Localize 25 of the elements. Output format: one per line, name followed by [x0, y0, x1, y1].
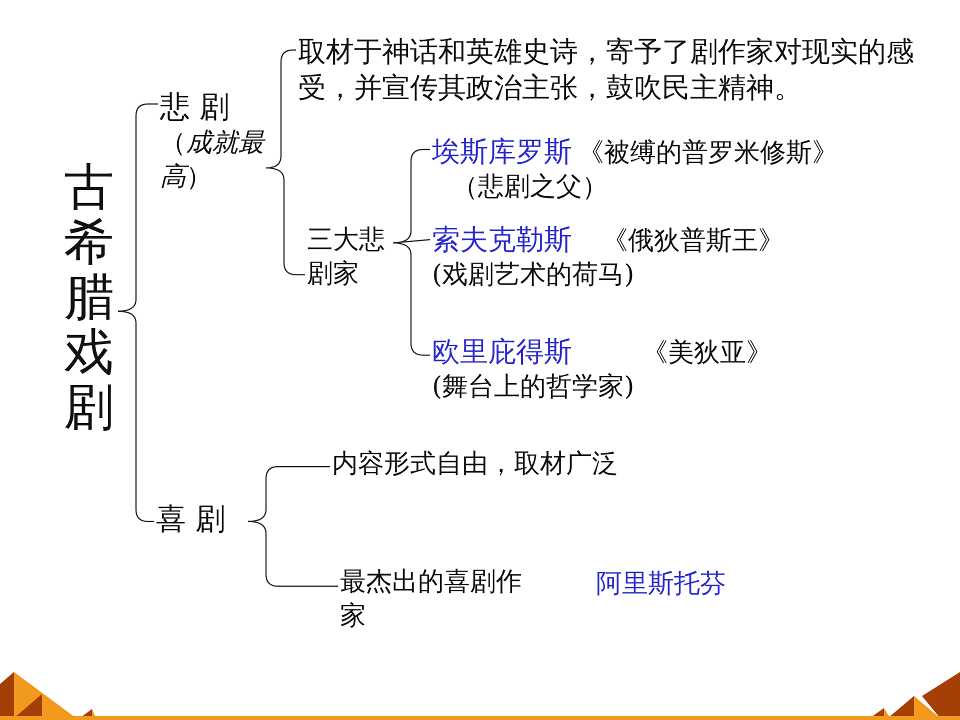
epithet-text: （悲剧之父） — [451, 170, 609, 204]
branch-heading: 悲 剧 — [160, 89, 231, 127]
brace-line — [248, 466, 330, 522]
play-title: 《美狄亚》 — [642, 337, 772, 370]
playwright-name: 欧里庇得斯 — [432, 334, 572, 370]
branch-text: 最杰出的喜剧作家 — [340, 566, 523, 633]
brace-line — [248, 520, 338, 587]
brace-line — [392, 239, 430, 244]
play-title: 《俄狄普斯王》 — [602, 225, 784, 258]
play-title: 《被缚的普罗米修斯》 — [578, 137, 838, 170]
playwright-name: 索夫克勒斯 — [432, 222, 572, 258]
branch-note: （成就最高） — [160, 127, 264, 194]
epithet-text: (舞台上的哲学家) — [432, 370, 636, 404]
topic-heading: 古希腊戏剧 — [64, 160, 114, 435]
brace-line — [266, 167, 305, 276]
epithet-text: (戏剧艺术的荷马) — [432, 258, 636, 292]
branch-text: 三大悲剧家 — [307, 224, 386, 291]
brace-line — [392, 242, 430, 356]
playwright-name: 阿里斯托芬 — [596, 568, 726, 601]
playwright-name: 埃斯库罗斯 — [432, 134, 572, 170]
branch-text: 内容形式自由，取材广泛 — [332, 448, 619, 481]
branch-text: 取材于神话和英雄史诗，寄予了剧作家对现实的感受，并宣传其政治主张，鼓吹民主精神。 — [298, 34, 915, 106]
branch-heading: 喜 剧 — [156, 501, 227, 539]
brace-line — [266, 49, 296, 169]
brace-line — [118, 310, 154, 522]
